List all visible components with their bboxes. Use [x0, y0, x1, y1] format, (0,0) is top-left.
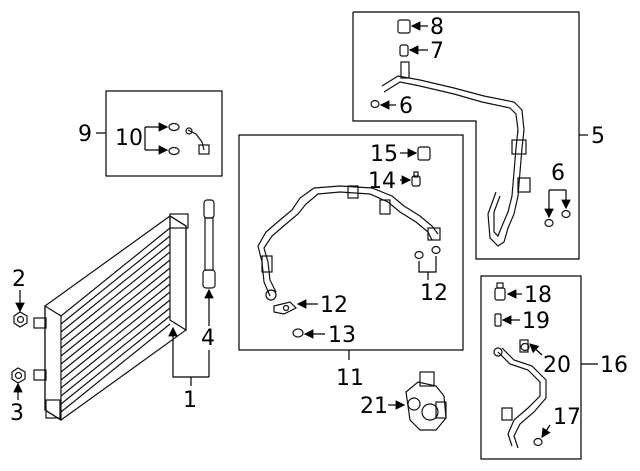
callout-2: 2	[12, 267, 26, 292]
o-rings-group-9	[168, 122, 210, 156]
valve-core-7	[399, 44, 409, 57]
o-ring-17	[533, 437, 543, 447]
callout-13: 13	[328, 323, 356, 348]
pressure-switch-18	[494, 282, 506, 301]
callout-18: 18	[524, 283, 552, 308]
box-group-5	[352, 11, 580, 260]
callout-14: 14	[368, 169, 396, 194]
cap-15	[417, 146, 431, 161]
nut-part-3	[11, 367, 26, 384]
callout-5: 5	[591, 124, 605, 149]
callout-7: 7	[430, 39, 444, 64]
box-group-16	[480, 275, 582, 460]
callout-21: 21	[360, 394, 388, 419]
receiver-drier	[202, 199, 216, 289]
box-group-11	[238, 134, 464, 351]
condenser	[33, 213, 189, 422]
callout-6-lower: 6	[551, 161, 565, 186]
compressor-part-21	[405, 371, 447, 431]
callout-10: 10	[115, 126, 143, 151]
callout-12-left: 12	[320, 293, 348, 318]
callout-16: 16	[600, 353, 628, 378]
o-ring-12-b	[431, 245, 441, 255]
callout-6-upper: 6	[399, 94, 413, 119]
callout-9: 9	[78, 122, 92, 147]
callout-1: 1	[183, 388, 197, 413]
callout-12-right: 12	[420, 281, 448, 306]
discharge-hose	[257, 185, 441, 301]
o-ring-12-a	[414, 250, 424, 260]
o-ring-6-c	[561, 209, 571, 219]
callout-17: 17	[553, 405, 581, 430]
callout-19: 19	[522, 309, 550, 334]
valve-core-14	[411, 171, 421, 187]
gasket-12	[273, 301, 298, 315]
callout-8: 8	[430, 15, 444, 40]
o-ring-13	[292, 328, 304, 338]
suction-line	[381, 61, 531, 247]
leader-lines	[13, 21, 598, 438]
callout-20: 20	[543, 353, 571, 378]
callout-15: 15	[370, 142, 398, 167]
valve-core-19	[494, 313, 502, 327]
cap-8	[397, 19, 411, 34]
o-ring-6-a	[370, 99, 380, 109]
callout-3: 3	[10, 401, 24, 426]
callout-11: 11	[336, 366, 364, 391]
o-ring-6-b	[544, 218, 554, 228]
callout-4: 4	[201, 326, 215, 351]
liquid-line	[493, 339, 547, 449]
nut-part-2	[13, 311, 28, 328]
o-ring-20	[520, 342, 530, 352]
